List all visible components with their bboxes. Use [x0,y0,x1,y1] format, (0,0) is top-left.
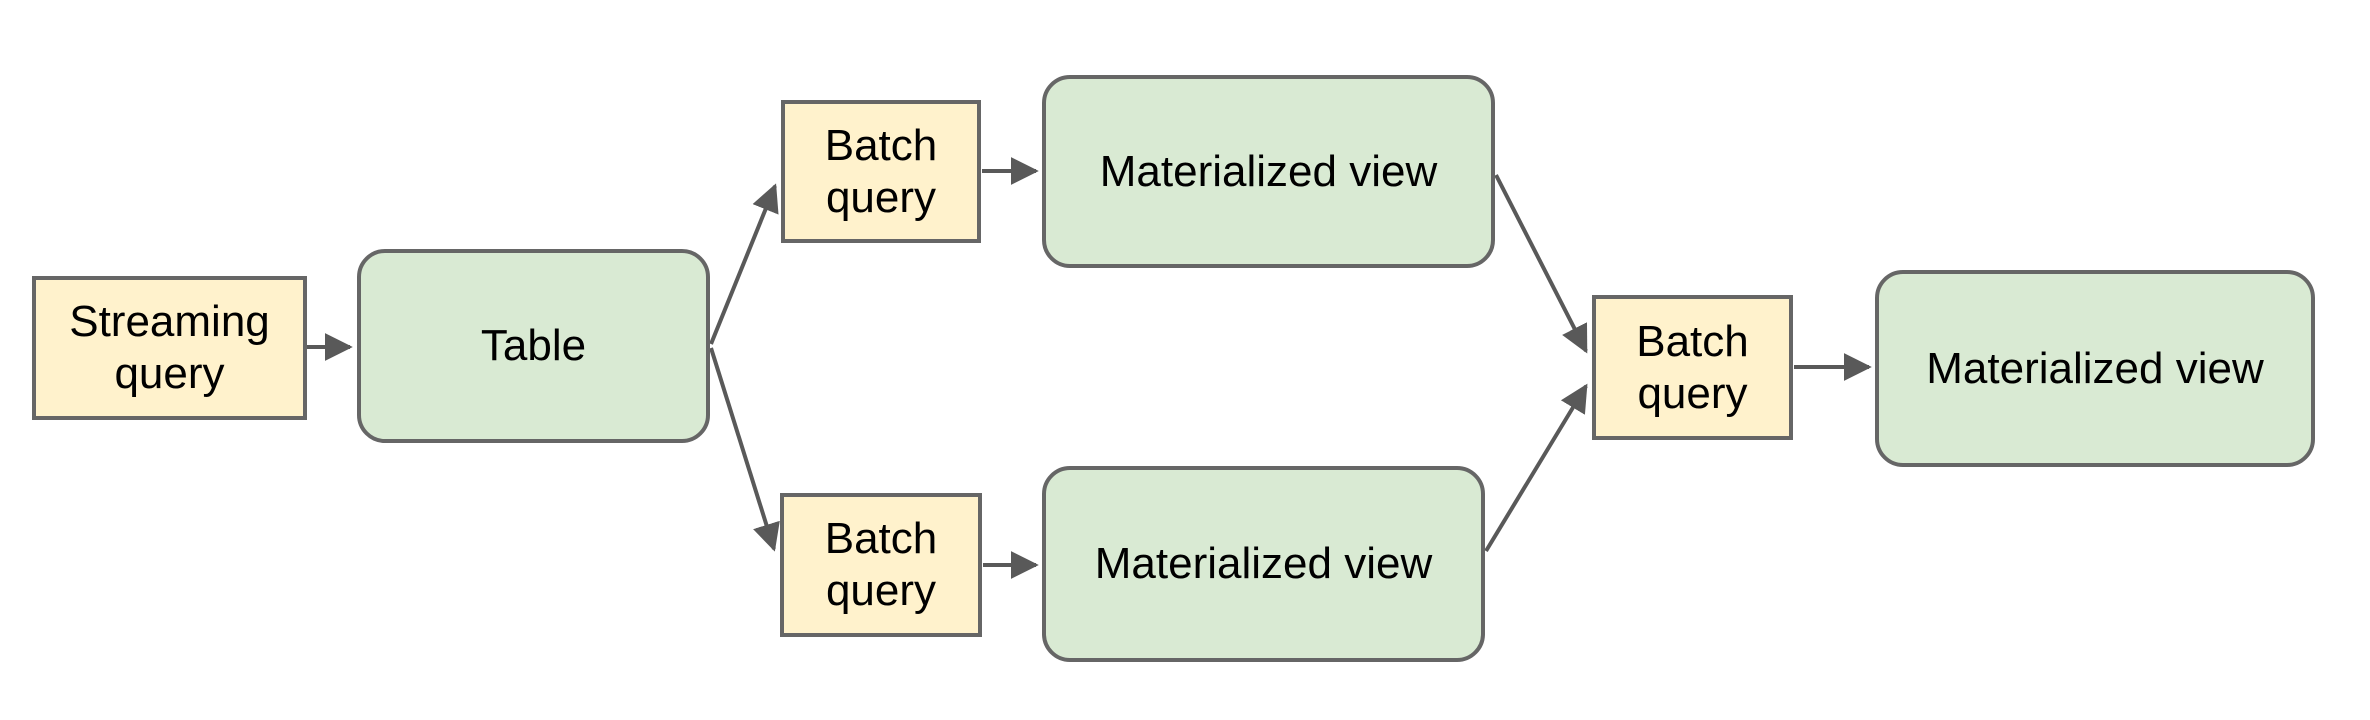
edge-mv-top-to-batch-query-right [1494,174,1588,354]
node-batch-query-top: Batch query [781,100,981,243]
node-streaming-query-label: Streaming query [69,297,270,398]
node-materialized-view-top-label: Materialized view [1099,146,1438,196]
node-batch-query-bottom: Batch query [780,493,982,637]
node-batch-query-bottom-label: Batch query [824,514,938,615]
node-streaming-query: Streaming query [32,276,307,420]
node-table-label: Table [480,321,587,371]
node-materialized-view-final: Materialized view [1875,270,2315,467]
edge-table-to-batch-query-top [709,183,779,345]
node-materialized-view-bottom: Materialized view [1042,466,1485,662]
node-batch-query-right: Batch query [1592,295,1793,440]
node-materialized-view-top: Materialized view [1042,75,1495,268]
edge-mv-bottom-to-batch-query-right [1484,383,1588,553]
node-table: Table [357,249,710,443]
node-materialized-view-bottom-label: Materialized view [1094,539,1433,589]
node-materialized-view-final-label: Materialized view [1926,343,2264,393]
node-batch-query-top-label: Batch query [824,120,938,222]
node-batch-query-right-label: Batch query [1636,316,1749,418]
edge-table-to-batch-query-bottom [709,347,780,552]
